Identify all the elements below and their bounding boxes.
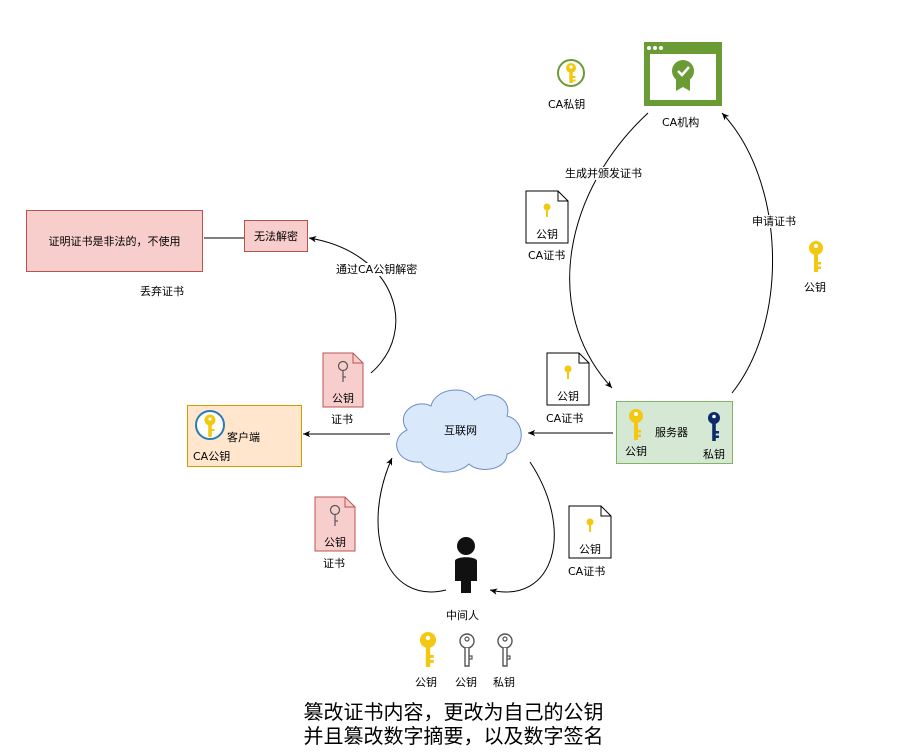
- document-icon: [314, 496, 356, 552]
- edge-label-generate-issue: 生成并颁发证书: [565, 167, 642, 180]
- server-private-key-icon: [708, 412, 720, 441]
- document-icon: [525, 190, 569, 244]
- client-ca-public-key-label: CA公钥: [193, 450, 231, 463]
- cert-to-client-document: 公钥: [322, 352, 364, 408]
- person-icon[interactable]: [451, 535, 481, 595]
- ca-cert-document-1: 公钥: [525, 190, 569, 244]
- discard-cert-label: 丢弃证书: [140, 285, 184, 298]
- mitm-key-label-1: 公钥: [415, 676, 437, 689]
- caption-line-2: 并且篡改数字摘要，以及数字签名: [303, 724, 604, 748]
- ca-private-key-icon: [557, 59, 585, 87]
- ca-cert-document-2: 公钥: [546, 352, 590, 406]
- edge-internet-mitm: [489, 461, 555, 595]
- internet-label: 互联网: [444, 424, 477, 437]
- ca-cert-3-text: 公钥: [579, 543, 601, 556]
- mitm-key-label-2: 公钥: [455, 676, 477, 689]
- mitm-public-key-gold-icon: [420, 632, 436, 667]
- caption-line-1: 篡改证书内容，更改为自己的公钥: [303, 700, 604, 724]
- client-label: 客户端: [227, 431, 260, 444]
- cert-to-client-text: 公钥: [332, 392, 354, 405]
- edge-label-apply-cert: 申请证书: [752, 215, 796, 228]
- server-public-key-icon: [629, 409, 643, 440]
- apply-public-key-label: 公钥: [804, 281, 826, 294]
- cert-to-client-caption: 证书: [331, 413, 353, 426]
- client-box[interactable]: 客户端 CA公钥: [187, 405, 302, 467]
- cert-from-mitm-caption: 证书: [323, 557, 345, 570]
- edge-label-decrypt-with-ca: 通过CA公钥解密: [336, 263, 418, 276]
- cannot-decrypt-box: 无法解密: [244, 220, 308, 252]
- cloud-icon: [396, 389, 522, 473]
- ca-cert-2-text: 公钥: [557, 390, 579, 403]
- ca-private-key-label: CA私钥: [548, 98, 586, 111]
- invalid-cert-box: 证明证书是非法的，不使用: [26, 210, 203, 272]
- server-private-key-label: 私钥: [703, 448, 725, 461]
- ca-public-key-icon: [195, 410, 225, 440]
- mitm-key-label-3: 私钥: [493, 676, 515, 689]
- server-public-key-label: 公钥: [625, 445, 647, 458]
- key-icon: [809, 241, 823, 272]
- ca-org-label: CA机构: [662, 116, 700, 129]
- ca-cert-1-text: 公钥: [536, 228, 558, 241]
- ca-cert-1-caption: CA证书: [528, 249, 566, 262]
- server-label: 服务器: [655, 426, 688, 439]
- mitm-label: 中间人: [446, 609, 479, 622]
- mitm-public-key-outline-icon: [459, 633, 475, 667]
- ca-cert-document-3: 公钥: [568, 505, 612, 559]
- ca-certificate-icon[interactable]: [643, 41, 723, 107]
- cert-from-mitm-text: 公钥: [324, 536, 346, 549]
- edge-mitm-internet: [377, 457, 447, 593]
- mitm-private-key-outline-icon: [497, 633, 513, 667]
- edge-apply-cert: [721, 112, 774, 394]
- ca-cert-2-caption: CA证书: [546, 412, 584, 425]
- document-icon: [568, 505, 612, 559]
- document-icon: [322, 352, 364, 408]
- server-box[interactable]: 服务器 公钥 私钥: [616, 401, 733, 464]
- cert-from-mitm-document: 公钥: [314, 496, 356, 552]
- ca-cert-3-caption: CA证书: [568, 565, 606, 578]
- edge-decrypt: [308, 236, 397, 374]
- document-icon: [546, 352, 590, 406]
- edge-issue-cert: [569, 112, 649, 389]
